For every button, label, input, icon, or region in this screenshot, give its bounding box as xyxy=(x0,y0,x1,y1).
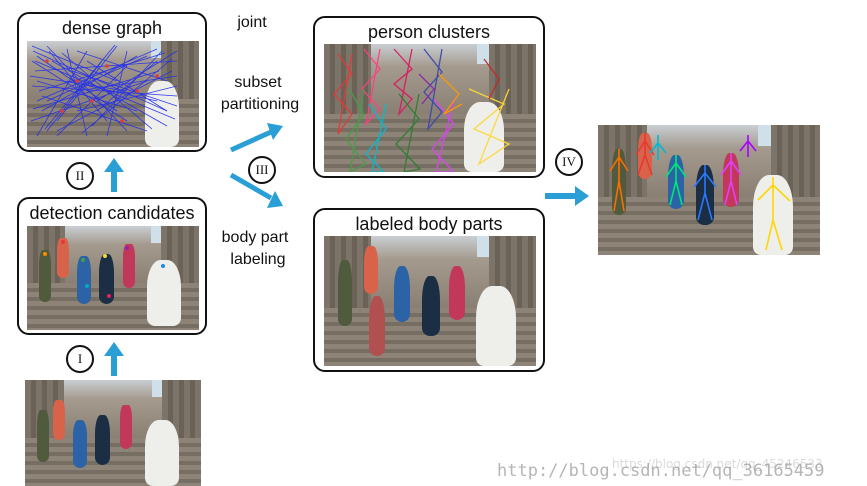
final-pose-image xyxy=(598,125,820,255)
subset-label: subset xyxy=(218,73,298,93)
labeled-body-parts-image xyxy=(324,236,536,366)
panel-title: person clusters xyxy=(315,22,543,42)
panel-title: detection candidates xyxy=(19,203,205,223)
dense-graph-image xyxy=(27,41,199,147)
person-clusters-image xyxy=(324,44,536,172)
step-two-badge: II xyxy=(66,162,94,190)
pose-skeletons xyxy=(598,125,820,255)
person-clusters-panel: person clusters xyxy=(313,16,545,178)
step-one-badge: I xyxy=(66,345,94,373)
detection-candidates-image xyxy=(27,226,199,330)
panel-title: dense graph xyxy=(19,18,205,38)
dense-graph-edges xyxy=(27,41,199,147)
step-three-badge: III xyxy=(248,156,276,184)
arrow-up-icon xyxy=(104,158,124,192)
arrow-right-icon xyxy=(545,186,589,206)
person-cluster-graphs xyxy=(324,44,536,172)
dense-graph-panel: dense graph xyxy=(17,12,207,152)
partitioning-label: partitioning xyxy=(212,95,308,115)
panel-title: labeled body parts xyxy=(315,214,543,234)
watermark-overlay-text: https://blog.csdn.net/qq_45246533 xyxy=(612,457,823,471)
labeling-label: labeling xyxy=(218,250,298,270)
arrow-up-icon xyxy=(104,342,124,376)
joint-label: joint xyxy=(222,13,282,33)
detection-candidates-panel: detection candidates xyxy=(17,197,207,335)
input-image xyxy=(25,380,201,486)
step-four-badge: IV xyxy=(555,148,583,176)
labeled-body-parts-panel: labeled body parts xyxy=(313,208,545,372)
body-part-label: body part xyxy=(210,228,300,248)
candidate-points xyxy=(27,226,199,330)
